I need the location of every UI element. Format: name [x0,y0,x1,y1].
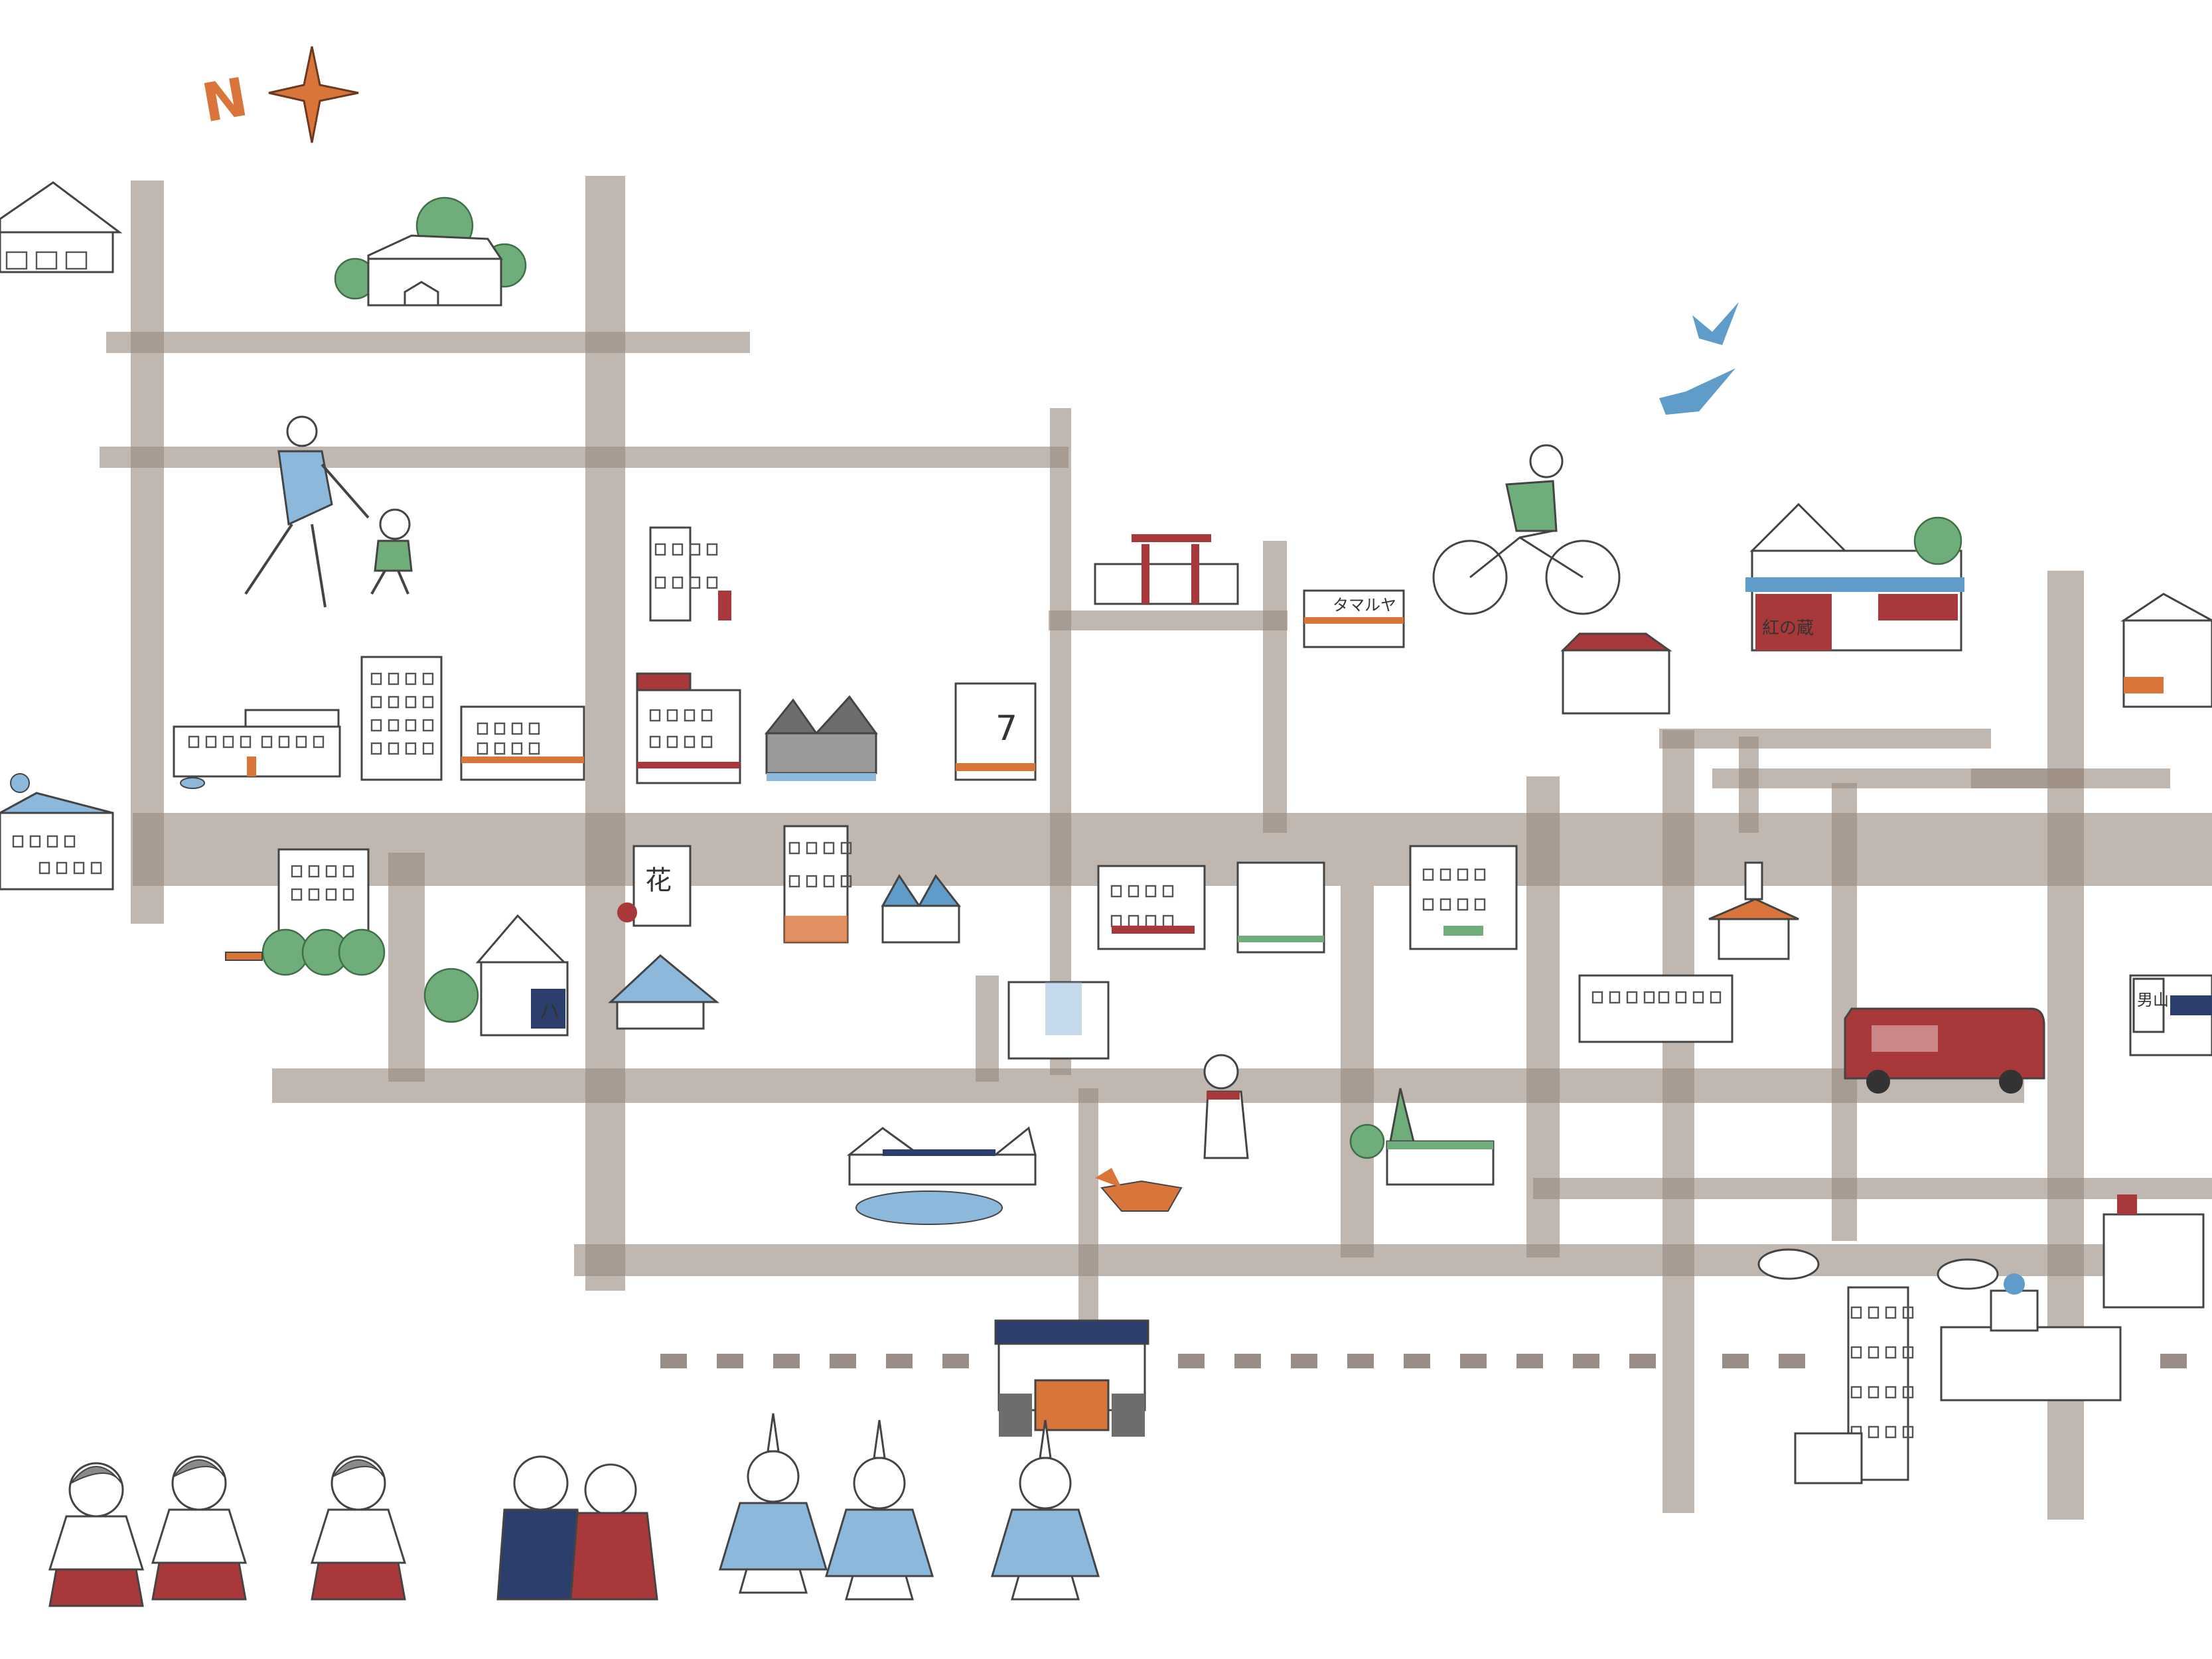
factory-building [764,695,878,781]
ha-sign: ハ [539,999,560,1024]
hotel-tower [649,526,731,622]
roads [100,176,2212,1520]
convenience-store: 7 [954,682,1037,781]
shrine-hall-with-sign: ハ [423,914,569,1037]
hina-doll-icon [48,1412,1100,1607]
cloud-icon [1757,1248,1999,1290]
department-store [636,672,741,784]
tamaruya-sign: タマルヤ [1333,596,1396,614]
highrise-tower [1794,1286,1914,1484]
clock-tower-building [1560,632,1672,715]
green-roof-church [1349,1088,1495,1186]
warehouse-building [0,181,123,273]
tall-office-building [360,656,443,781]
bus-icon [1844,1007,2045,1094]
mall-building [1097,865,1206,950]
shop-building [460,705,585,781]
bicycle-icon [1432,444,1621,615]
compass-icon: N [198,46,359,143]
city-hall [1578,974,1733,1043]
girl-walking-fox-illustration [1095,1054,1249,1212]
tamaruya-store: タマルヤ [1303,589,1405,648]
hana-sign: 花 [645,865,672,896]
otokoyama-brewery: 男山 [2129,974,2212,1056]
church-tower [1708,861,1799,960]
castle-style-building [608,954,720,1030]
flower-shop: 花 [617,845,692,927]
family-walking-illustration [244,415,413,608]
otokoyama-sign: 男山 [2137,991,2169,1009]
benizo-sign: 紅の蔵 [1762,618,1814,638]
hotel-with-trees [225,848,386,976]
bird-icon [1659,302,1739,415]
old-station-building [0,773,114,891]
seven-sign: 7 [995,709,1017,749]
triangle-roof-shop [881,874,962,944]
theater-building [1236,861,1325,954]
museum-building [846,1126,1037,1225]
castle-gate [994,1319,1149,1437]
compass-label: N [198,66,252,134]
railway [660,1354,2187,1368]
house-with-trees [334,196,527,307]
benizo-storehouse: 紅の蔵 [1745,502,1964,652]
school-building [173,709,341,789]
highrise-block [1007,981,1110,1060]
storehouse-right [2120,593,2212,708]
hotel-right [2102,1194,2205,1309]
office-building-center [783,825,852,944]
hospital-building [1940,1273,2122,1402]
hotel-green-sign [1409,845,1518,950]
torii-icon [1094,534,1239,605]
